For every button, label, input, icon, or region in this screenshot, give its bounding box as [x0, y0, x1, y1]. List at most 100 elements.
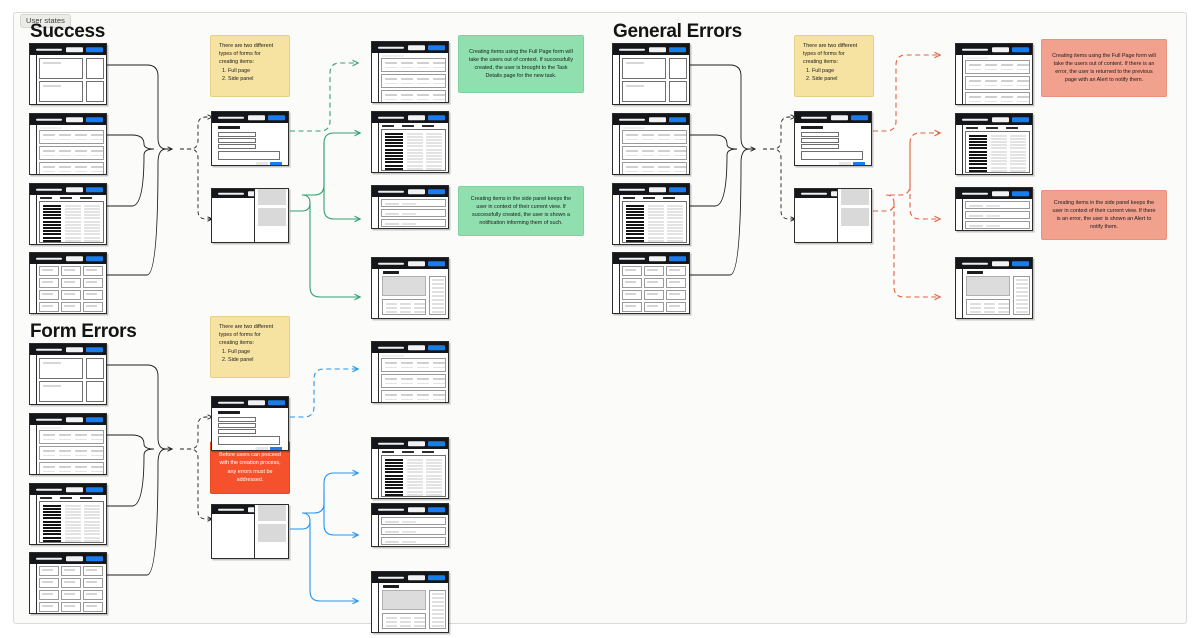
secondary-button[interactable] [408, 114, 425, 121]
form-cancel-button[interactable] [256, 162, 268, 165]
list-row[interactable] [381, 199, 446, 207]
side-nav[interactable] [30, 355, 37, 404]
secondary-button[interactable] [649, 116, 666, 123]
primary-button[interactable] [428, 344, 445, 351]
content-card[interactable] [39, 81, 83, 102]
card-grid-screen[interactable] [612, 252, 690, 314]
form-submit-button[interactable] [853, 162, 865, 165]
list-screen[interactable] [955, 187, 1033, 231]
table-screen[interactable] [371, 111, 449, 173]
side-nav[interactable] [372, 353, 379, 402]
detail-side-rail[interactable] [1013, 276, 1030, 315]
primary-button[interactable] [86, 116, 103, 123]
grid-card[interactable] [83, 266, 103, 276]
table-panel[interactable] [381, 129, 446, 171]
table-screen[interactable] [371, 437, 449, 499]
side-nav[interactable] [372, 197, 379, 228]
list-screen[interactable] [371, 503, 449, 547]
side-nav[interactable] [372, 583, 379, 632]
secondary-button[interactable] [66, 555, 83, 562]
dashboard-screen[interactable] [612, 43, 690, 105]
table-panel[interactable] [622, 201, 687, 243]
table-panel[interactable] [39, 201, 104, 243]
list-row[interactable] [39, 130, 104, 144]
side-nav[interactable] [613, 55, 620, 104]
grid-card[interactable] [39, 566, 59, 576]
primary-button[interactable] [86, 486, 103, 493]
side-panel-field-group[interactable] [258, 524, 286, 542]
detail-side-rail[interactable] [429, 276, 446, 315]
form-text-input[interactable] [218, 132, 256, 137]
side-widget-card[interactable] [86, 81, 104, 102]
list-row[interactable] [381, 358, 446, 372]
list-row[interactable] [622, 162, 687, 174]
side-widget-card[interactable] [86, 358, 104, 379]
secondary-button[interactable] [649, 46, 666, 53]
table-filter-3[interactable] [80, 496, 92, 499]
side-nav[interactable] [956, 269, 963, 318]
side-nav[interactable] [30, 264, 37, 313]
task-details-screen[interactable] [371, 257, 449, 319]
primary-button[interactable] [428, 188, 445, 195]
grid-card[interactable] [39, 578, 59, 588]
detail-sub-panel[interactable] [382, 299, 426, 315]
list-row[interactable] [381, 374, 446, 388]
grid-card[interactable] [83, 302, 103, 312]
form-submit-button[interactable] [270, 447, 282, 450]
form-cancel-button[interactable] [839, 162, 851, 165]
side-nav[interactable] [372, 269, 379, 318]
side-nav[interactable] [30, 125, 37, 174]
list-row[interactable] [965, 92, 1030, 104]
side-nav[interactable] [372, 123, 379, 172]
grid-card[interactable] [666, 266, 686, 276]
secondary-button[interactable] [66, 116, 83, 123]
dashboard-screen[interactable] [29, 43, 107, 105]
primary-button[interactable] [669, 255, 686, 262]
secondary-button[interactable] [408, 574, 425, 581]
secondary-button[interactable] [66, 486, 83, 493]
side-nav[interactable] [30, 195, 37, 244]
task-details-screen[interactable] [371, 571, 449, 633]
primary-button[interactable] [268, 399, 285, 406]
secondary-button[interactable] [408, 506, 425, 513]
side-panel-form-screen[interactable] [211, 504, 289, 559]
list-row[interactable] [965, 76, 1030, 90]
grid-card[interactable] [39, 266, 59, 276]
list-screen[interactable] [955, 43, 1033, 105]
secondary-button[interactable] [992, 46, 1009, 53]
primary-button[interactable] [428, 506, 445, 513]
side-panel-field-group[interactable] [841, 208, 869, 226]
list-row[interactable] [965, 60, 1030, 74]
grid-card[interactable] [83, 578, 103, 588]
grid-card[interactable] [39, 602, 59, 612]
list-row[interactable] [39, 446, 104, 460]
list-screen[interactable] [371, 41, 449, 103]
grid-card[interactable] [61, 602, 81, 612]
grid-card[interactable] [61, 266, 81, 276]
side-nav[interactable] [956, 55, 963, 104]
table-filter-2[interactable] [60, 196, 72, 199]
grid-card[interactable] [61, 278, 81, 288]
grid-card[interactable] [61, 578, 81, 588]
primary-button[interactable] [86, 346, 103, 353]
secondary-button[interactable] [649, 255, 666, 262]
table-screen[interactable] [29, 483, 107, 545]
grid-card[interactable] [83, 290, 103, 300]
side-nav[interactable] [613, 264, 620, 313]
side-widget-card[interactable] [669, 58, 687, 79]
table-filter-3[interactable] [422, 450, 434, 453]
list-row[interactable] [381, 74, 446, 88]
primary-button[interactable] [86, 255, 103, 262]
table-filter-1[interactable] [382, 124, 394, 127]
detail-sub-panel[interactable] [382, 613, 426, 629]
table-filter-2[interactable] [986, 126, 998, 129]
side-nav[interactable] [372, 53, 379, 102]
table-filter-2[interactable] [402, 450, 414, 453]
table-screen[interactable] [612, 183, 690, 245]
form-text-input[interactable] [801, 138, 839, 143]
secondary-button[interactable] [408, 440, 425, 447]
grid-card[interactable] [666, 290, 686, 300]
primary-button[interactable] [1012, 46, 1029, 53]
primary-button[interactable] [428, 44, 445, 51]
side-nav[interactable] [956, 125, 963, 174]
